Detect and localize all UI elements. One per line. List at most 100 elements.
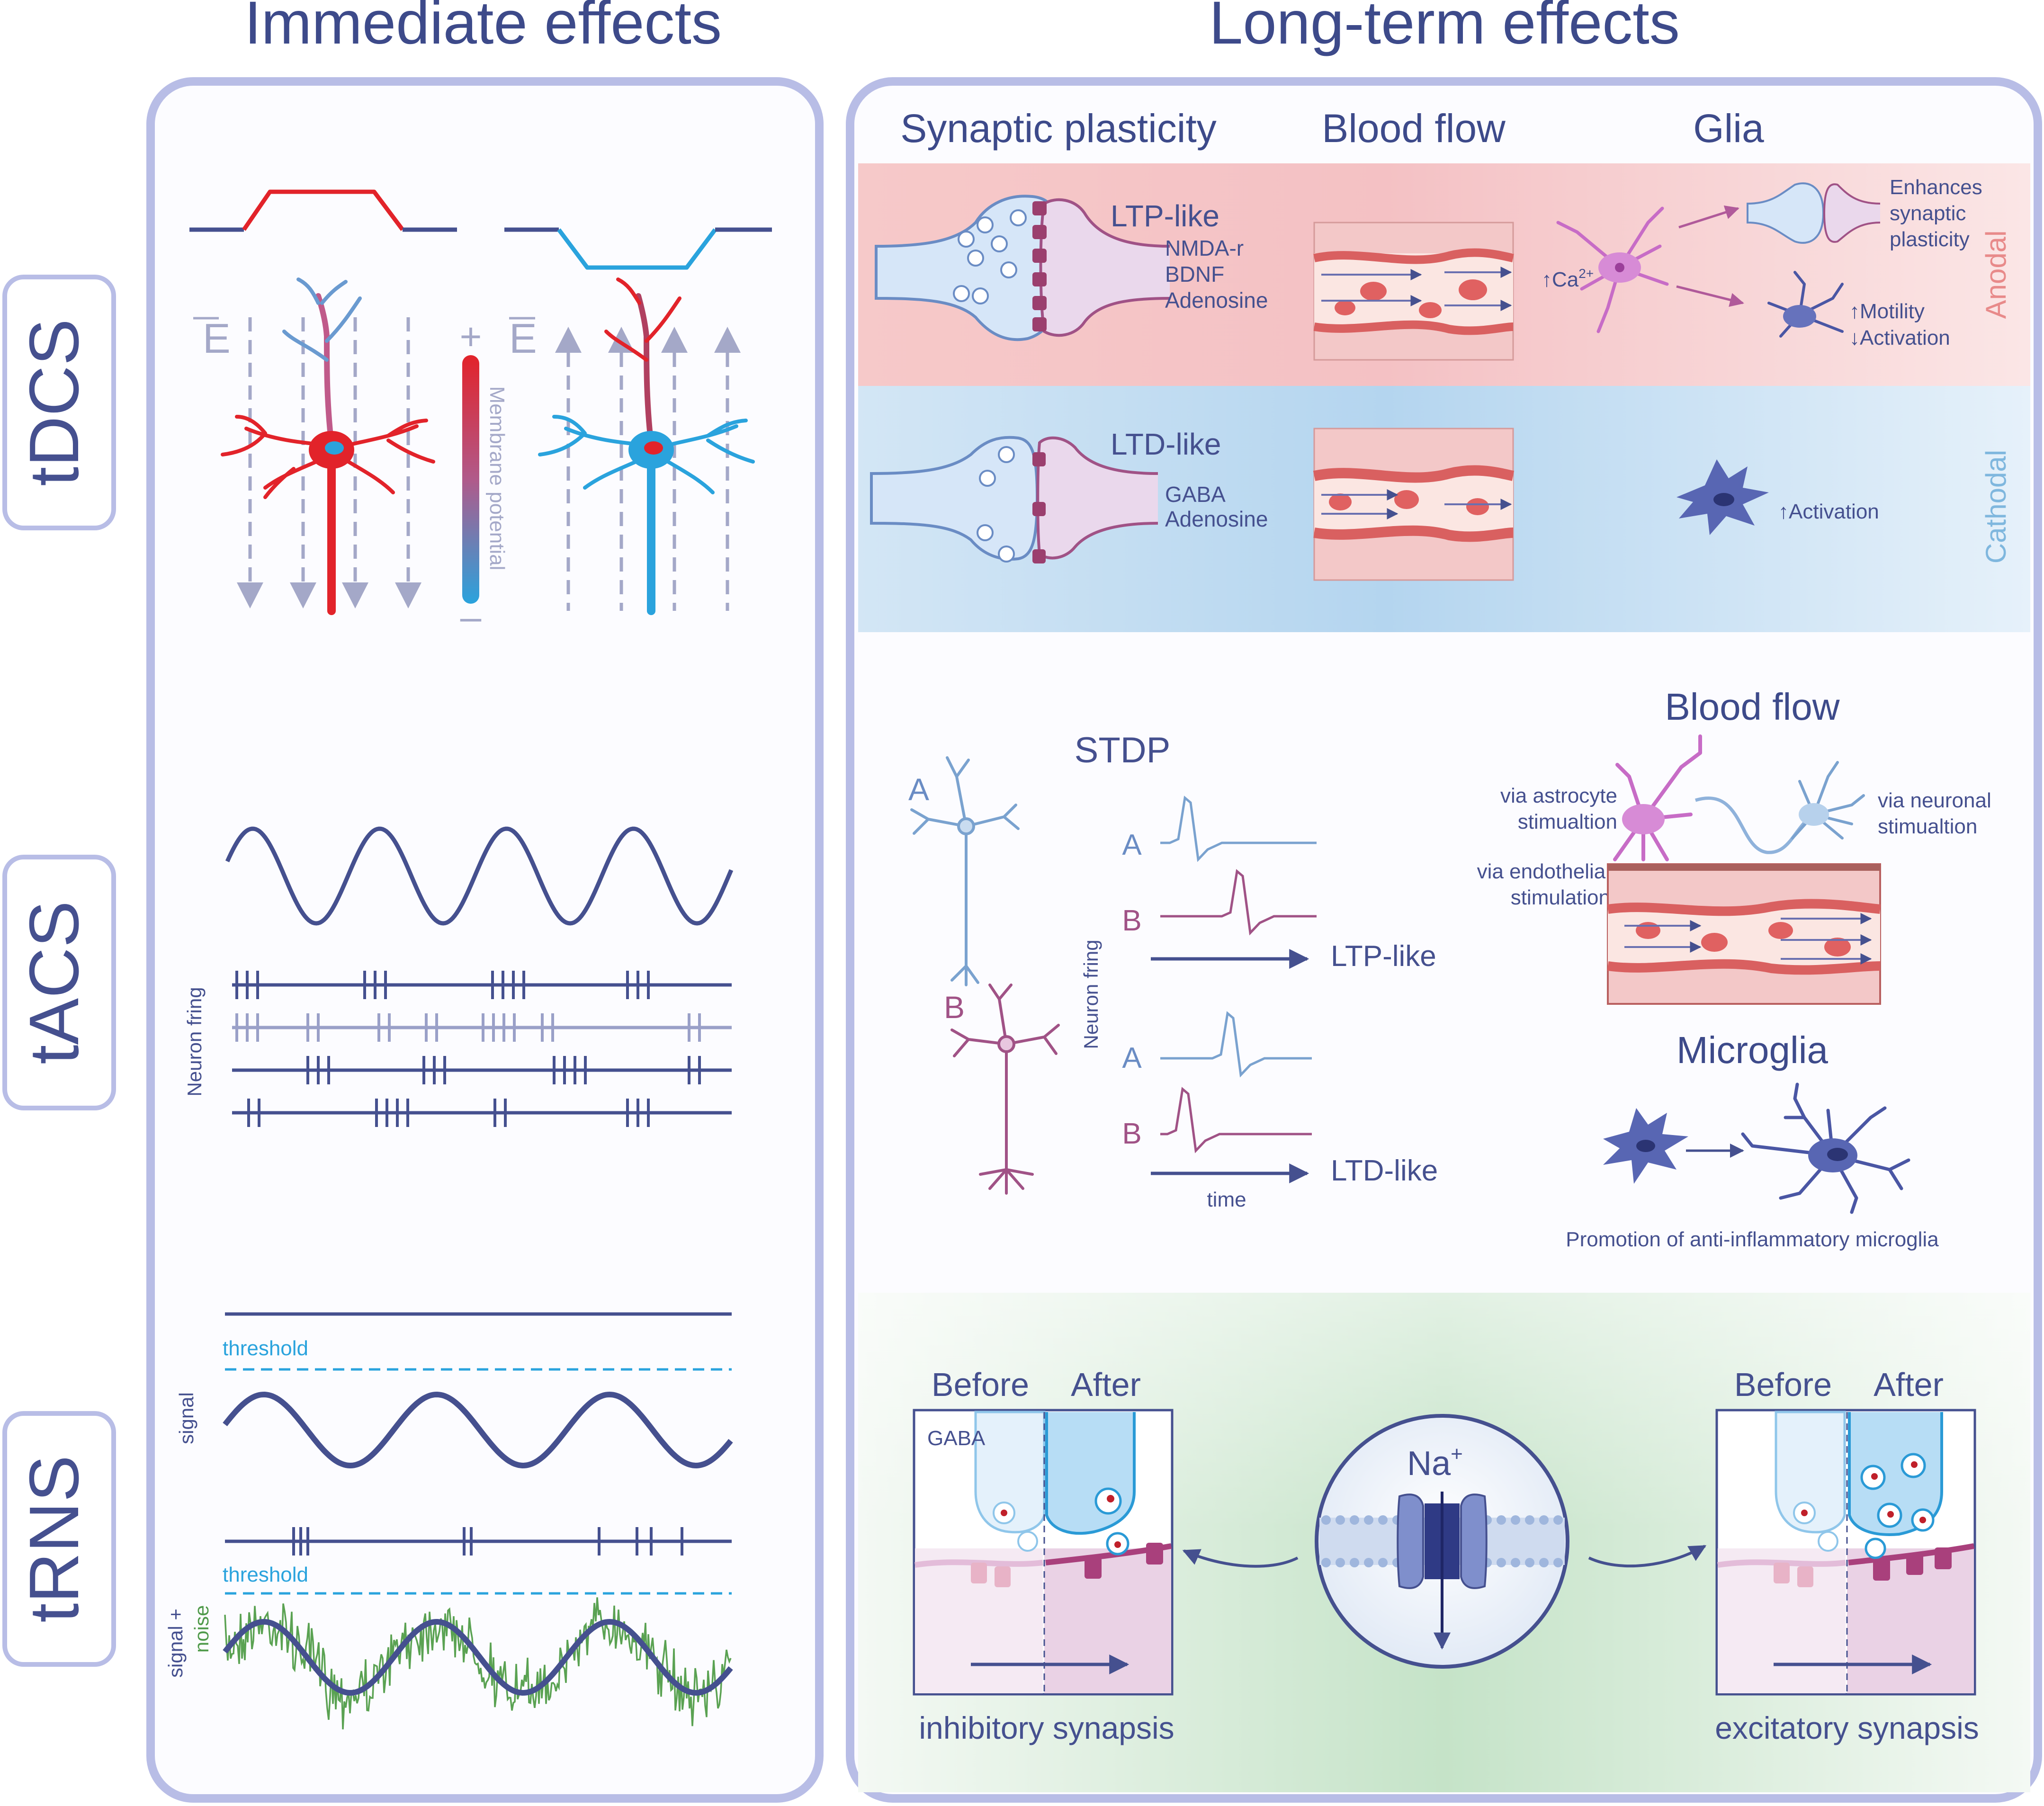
- tdcs-anodal-neuron: [221, 277, 435, 615]
- cathodal-synapse-illustration: [870, 436, 1158, 563]
- anodal-factor-bdnf: BDNF: [1165, 262, 1224, 286]
- stdp-trace-a1: [1160, 796, 1317, 862]
- colorbar-label: Membrane potential: [485, 386, 509, 571]
- anodal-glia-calcium-sup: 2+: [1578, 266, 1594, 281]
- blood-flow-2-vessel: [1607, 863, 1881, 1005]
- stdp-ltd-label: LTD-like: [1331, 1154, 1438, 1187]
- stdp-neuron-a-label: A: [908, 772, 929, 807]
- cathodal-side-label: Cathodal: [1980, 450, 2012, 563]
- field-vector-label-anodal: E: [203, 315, 231, 362]
- anodal-glia-calcium-main: ↑Ca: [1542, 268, 1579, 291]
- glia-effect-motility: ↑Motility: [1849, 300, 1925, 323]
- tdcs-anodal-waveform: [189, 189, 457, 232]
- field-vector-label-cathodal: E: [509, 315, 537, 362]
- tdcs-cathodal-field-arrows: [555, 327, 741, 611]
- col-header-glia: Glia: [1693, 106, 1764, 151]
- anodal-blood-vessel: [1313, 222, 1514, 361]
- via-astrocyte-1: via astrocyte: [1500, 784, 1617, 807]
- stdp-trace-b2: [1160, 1087, 1312, 1153]
- via-neuronal-1: via neuronal: [1878, 789, 1991, 812]
- tacs-axis-label: Neuron fring: [183, 987, 206, 1096]
- cathodal-microglia: [1676, 459, 1769, 535]
- trns-spike-train: [225, 1527, 732, 1556]
- anodal-plasticity-label: LTP-like: [1111, 199, 1219, 233]
- stdp-row-label-a2: A: [1122, 1042, 1142, 1074]
- trns-signal-noise-label-1: signal +: [164, 1609, 187, 1678]
- arrow-to-inhibitory: [1182, 1549, 1299, 1568]
- anodal-astrocyte: [1556, 206, 1669, 333]
- stdp-trace-b1: [1160, 869, 1317, 936]
- stdp-trace-a2: [1160, 1011, 1312, 1078]
- stdp-ltp-label: LTP-like: [1331, 940, 1436, 973]
- trns-signal-under-noise: [223, 1618, 733, 1696]
- via-endothelial-1: via endothelial: [1477, 860, 1610, 883]
- method-label-tacs: tACS: [15, 901, 93, 1064]
- long-term-effects-title: Long-term effects: [1209, 0, 1680, 57]
- stdp-title: STDP: [1075, 730, 1171, 770]
- col-header-blood-flow: Blood flow: [1322, 106, 1506, 151]
- membrane-potential-colorbar: [462, 355, 479, 604]
- trns-threshold-label-top: threshold: [223, 1337, 308, 1360]
- col-header-synaptic-plasticity: Synaptic plasticity: [900, 106, 1217, 151]
- inhibitory-synapse-box: [913, 1409, 1174, 1696]
- sodium-ion-sup: +: [1451, 1442, 1463, 1466]
- stdp-row-label-b1: B: [1122, 904, 1141, 937]
- stdp-time-label: time: [1207, 1188, 1246, 1211]
- trns-threshold-label-bottom: threshold: [223, 1563, 308, 1586]
- tdcs-anodal-field-arrows: [237, 317, 421, 608]
- gaba-label: GABA: [927, 1427, 986, 1450]
- excit-after-label: After: [1874, 1366, 1944, 1403]
- anodal-glia-arrows: [1676, 205, 1744, 307]
- microglia-caption: Promotion of anti-inflammatory microglia: [1566, 1228, 1939, 1251]
- stdp-neuron-a: [910, 756, 1020, 986]
- method-tab-tacs: tACS: [2, 855, 116, 1110]
- stdp-row-label-a1: A: [1122, 829, 1142, 861]
- stdp-neuron-b: [950, 983, 1060, 1195]
- anodal-microglia: [1767, 271, 1844, 338]
- trns-signal-noise-label-2: noise: [190, 1605, 213, 1653]
- method-label-tdcs: tDCS: [15, 319, 93, 486]
- sodium-channel-illustration: [1315, 1414, 1569, 1669]
- blood-flow-astrocyte: [1613, 734, 1702, 861]
- method-tab-tdcs: tDCS: [2, 275, 116, 530]
- anodal-side-label: Anodal: [1980, 231, 2012, 319]
- tdcs-cathodal-neuron: [538, 277, 755, 615]
- microglia-resting: [1603, 1108, 1688, 1184]
- microglia-title: Microglia: [1676, 1029, 1829, 1071]
- blood-flow-2-title: Blood flow: [1665, 686, 1839, 728]
- anodal-factor-adenosine: Adenosine: [1165, 288, 1268, 313]
- microglia-ramified: [1741, 1082, 1910, 1214]
- anodal-factor-nmda: NMDA-r: [1165, 236, 1244, 260]
- excitatory-synapsis-label: excitatory synapsis: [1715, 1710, 1979, 1745]
- via-astrocyte-2: stimualtion: [1518, 810, 1617, 833]
- tacs-spike-trains: [232, 971, 732, 1127]
- trns-signal-wave: [223, 1391, 733, 1469]
- colorbar-plus-sign: +: [460, 315, 482, 358]
- tacs-sine-wave: [225, 826, 734, 926]
- immediate-effects-title: Immediate effects: [244, 0, 722, 57]
- stdp-neuron-b-label: B: [944, 990, 965, 1025]
- glia-effect-synaptic: synaptic: [1890, 202, 1966, 225]
- blood-flow-neuron: [1791, 761, 1865, 840]
- glia-effect-activation-down: ↓Activation: [1849, 326, 1950, 349]
- arrow-to-excitatory: [1588, 1545, 1707, 1568]
- tdcs-cathodal-waveform: [504, 227, 772, 270]
- sodium-ion-label: Na+: [1407, 1442, 1463, 1483]
- cathodal-factor-adenosine: Adenosine: [1165, 507, 1268, 531]
- stdp-axis-label: Neuron fring: [1080, 939, 1102, 1049]
- excitatory-synapse-box: [1715, 1409, 1976, 1696]
- inhibitory-synapsis-label: inhibitory synapsis: [919, 1710, 1174, 1745]
- method-label-trns: tRNS: [15, 1455, 93, 1623]
- excit-before-label: Before: [1734, 1366, 1832, 1403]
- cathodal-glia-activation: ↑Activation: [1778, 500, 1879, 523]
- stdp-row-label-b2: B: [1122, 1118, 1141, 1150]
- glia-effect-enhances: Enhances: [1890, 176, 1982, 199]
- trns-noise-trace: [224, 1597, 732, 1730]
- glia-effect-plasticity: plasticity: [1890, 228, 1970, 251]
- sodium-ion-main: Na: [1407, 1445, 1451, 1483]
- inhib-after-label: After: [1071, 1366, 1141, 1403]
- cathodal-factor-gaba: GABA: [1165, 482, 1226, 507]
- cathodal-plasticity-label: LTD-like: [1111, 427, 1221, 461]
